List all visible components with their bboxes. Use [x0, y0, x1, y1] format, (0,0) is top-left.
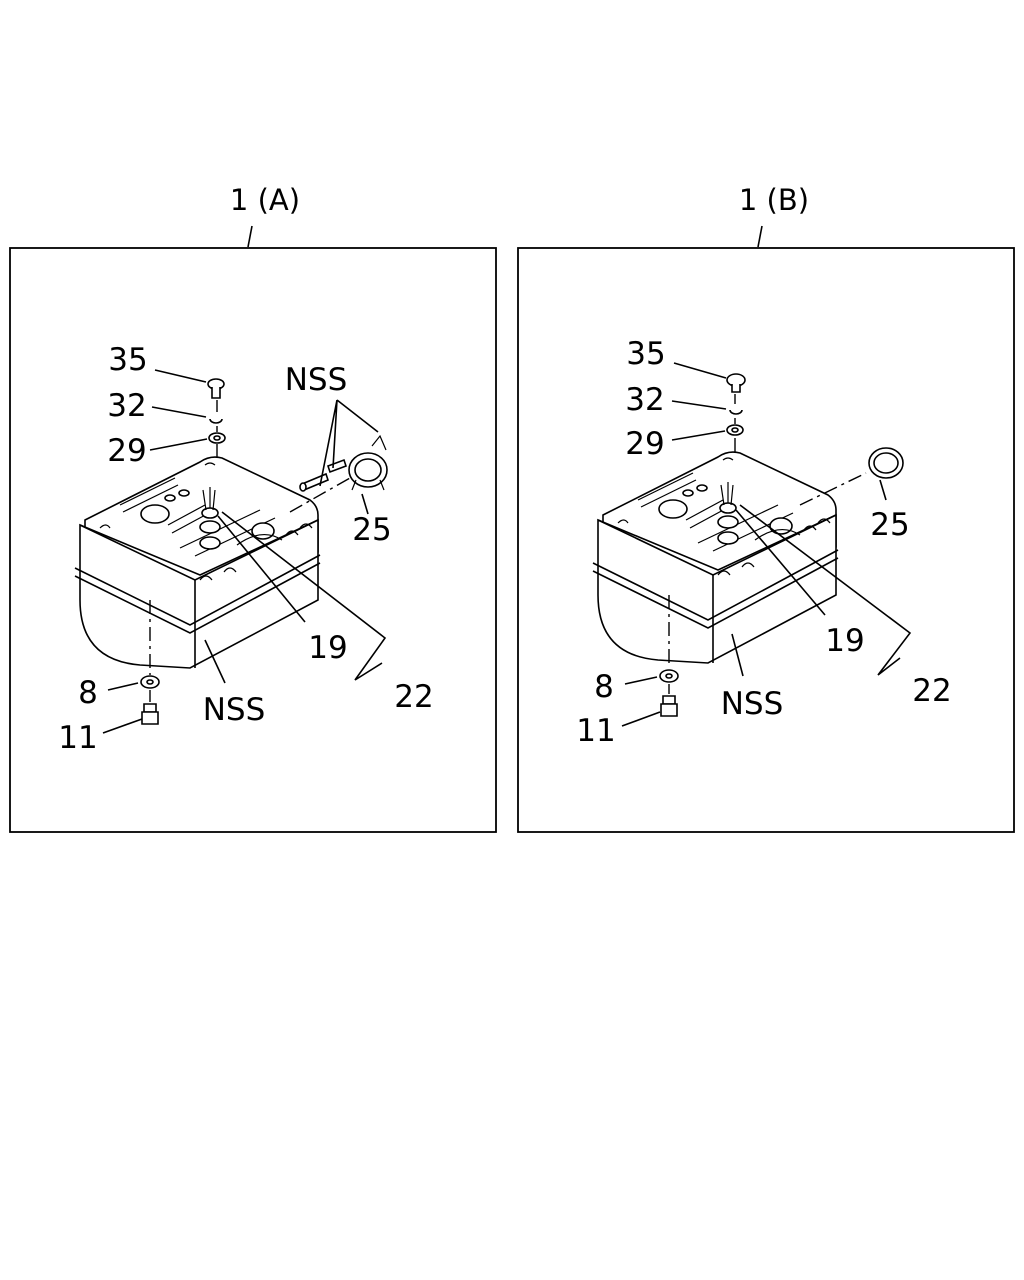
label-32: 32: [625, 382, 664, 418]
washer-8: [140, 675, 160, 689]
label-nss-top: NSS: [285, 362, 348, 398]
panel-b: 1 (B): [517, 183, 1015, 833]
washer-29: [208, 432, 226, 444]
panel-b-frame: [517, 247, 1015, 833]
label-19: 19: [825, 623, 864, 659]
fuel-tank: [74, 456, 321, 669]
label-19: 19: [308, 630, 347, 666]
filler-cap-25: [868, 447, 904, 479]
washer-32: [209, 418, 223, 424]
filler-cap-25: [348, 452, 388, 491]
drain-plug-11: [660, 695, 678, 717]
bolt-35: [726, 373, 746, 393]
washer-8: [659, 669, 679, 683]
panel-a-frame: [9, 247, 497, 833]
label-29: 29: [625, 426, 664, 462]
bolt-35: [207, 378, 225, 399]
label-8: 8: [594, 669, 614, 705]
fuel-tank: [592, 451, 839, 664]
label-25: 25: [352, 512, 391, 548]
washer-29: [726, 424, 744, 436]
label-8: 8: [78, 675, 98, 711]
washer-32: [729, 409, 743, 415]
panel-a: 1 (A): [9, 183, 497, 833]
label-11: 11: [576, 713, 615, 749]
label-32: 32: [107, 388, 146, 424]
label-22: 22: [912, 673, 951, 709]
label-nss-bottom: NSS: [203, 692, 266, 728]
label-11: 11: [58, 720, 97, 756]
label-35: 35: [626, 336, 665, 372]
label-22: 22: [394, 679, 433, 715]
panel-a-title: 1 (A): [230, 183, 300, 217]
label-25: 25: [870, 507, 909, 543]
panel-b-title: 1 (B): [739, 183, 809, 217]
label-35: 35: [108, 342, 147, 378]
label-29: 29: [107, 433, 146, 469]
label-nss-bottom: NSS: [721, 686, 784, 722]
drain-plug-11: [141, 703, 159, 725]
